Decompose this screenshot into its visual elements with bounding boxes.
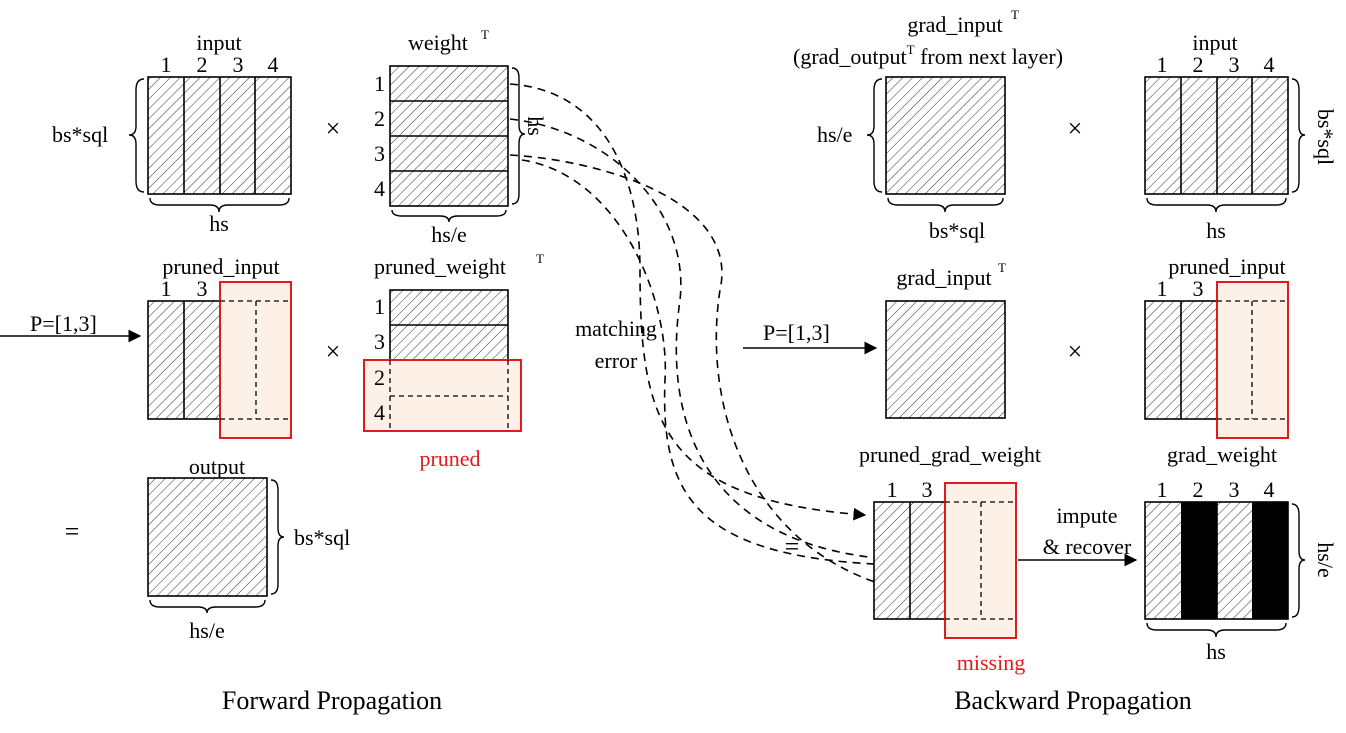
matching-error-curves: matching error	[509, 83, 947, 603]
curve-path	[521, 159, 901, 566]
p-label: P=[1,3]	[763, 320, 830, 345]
grad-output-note: (grad_outputT from next layer)	[793, 42, 1063, 69]
hs-e-label: hs/e	[431, 222, 466, 247]
matching-label: matching	[575, 316, 657, 341]
brace	[1146, 197, 1287, 213]
input-col-label: 3	[233, 52, 244, 77]
superscript-t: T	[481, 27, 489, 42]
error-label: error	[595, 348, 638, 373]
grad-input-label: grad_input	[907, 12, 1002, 37]
weight-row-label: 4	[374, 176, 385, 201]
weight-hs-label: hs	[523, 116, 548, 136]
superscript-t: T	[907, 42, 915, 57]
grad-weight-imputed-col	[1252, 502, 1288, 619]
times-sign: ×	[1068, 114, 1083, 143]
brace	[149, 599, 266, 614]
input-col-label: 4	[268, 52, 279, 77]
curve-arrow	[509, 83, 867, 521]
superscript-t: T	[536, 251, 544, 266]
pruned-label: pruned	[419, 446, 480, 471]
input-bs-sql-label: bs*sql	[1313, 109, 1338, 165]
brace	[270, 479, 285, 595]
grad-weight-hs-label: hs	[1206, 639, 1226, 664]
impute-label: impute	[1056, 503, 1117, 528]
curve-arrow	[509, 118, 912, 567]
input-hs-label: hs	[1206, 218, 1226, 243]
brace	[1291, 503, 1306, 618]
forward-section: input 1 2 3 4 bs*sql hs × weight T 1 2 3…	[0, 27, 548, 715]
input-label: input	[1192, 30, 1237, 55]
grad-output-note-a: (grad_output	[793, 44, 907, 69]
equals-sign: =	[65, 517, 80, 546]
curve-arrow	[509, 154, 947, 603]
pruned-weight-row-label: 1	[374, 294, 385, 319]
input-col-label: 2	[1193, 52, 1204, 77]
brace	[887, 197, 1004, 213]
pruned-input-col-label: 1	[161, 276, 172, 301]
recover-label: & recover	[1043, 534, 1132, 559]
weight-row-label: 3	[374, 141, 385, 166]
pruned-grad-weight-col-label: 1	[887, 477, 898, 502]
grad-weight-col-label: 2	[1193, 477, 1204, 502]
p-label: P=[1,3]	[30, 311, 97, 336]
output-bs-sql-label: bs*sql	[294, 525, 350, 550]
pruned-weight-row-label: 2	[374, 365, 385, 390]
backward-title: Backward Propagation	[954, 686, 1192, 715]
weight-row-label: 2	[374, 106, 385, 131]
weight-row-label: 1	[374, 71, 385, 96]
brace	[1291, 78, 1306, 193]
input-col-label: 1	[1157, 52, 1168, 77]
brace	[149, 197, 290, 213]
input-label: input	[196, 30, 241, 55]
pruned-weight-label: pruned_weight	[374, 254, 506, 279]
grad-weight-label: grad_weight	[1167, 442, 1277, 467]
pruned-input-label: pruned_input	[162, 254, 279, 279]
pruned-weight-removed	[363, 359, 522, 432]
brace	[1146, 622, 1287, 638]
input-col-label: 1	[161, 52, 172, 77]
input-col-label: 2	[197, 52, 208, 77]
grad-weight-col-label: 1	[1157, 477, 1168, 502]
output-label: output	[189, 454, 245, 479]
pruned-input-col-label: 1	[1157, 276, 1168, 301]
bs-sql-label: bs*sql	[52, 122, 108, 147]
pruned-grad-weight-label: pruned_grad_weight	[859, 442, 1041, 467]
pruned-weight-row-label: 4	[374, 400, 385, 425]
hs-label: hs	[209, 211, 229, 236]
grad-weight-hs-e-label: hs/e	[1313, 542, 1338, 577]
grad-weight-col-label: 4	[1264, 477, 1275, 502]
superscript-t: T	[998, 260, 1006, 275]
pruned-input-col-label: 3	[197, 276, 208, 301]
pruned-weight-row-label: 3	[374, 329, 385, 354]
pruned-input-col-label: 3	[1193, 276, 1204, 301]
hs-e-label: hs/e	[817, 122, 852, 147]
pruned-grad-weight-col-label: 3	[922, 477, 933, 502]
input-col-label: 3	[1229, 52, 1240, 77]
backward-section: grad_input T (grad_outputT from next lay…	[743, 7, 1338, 715]
missing-label: missing	[957, 650, 1025, 675]
grad-output-note-b: from next layer)	[915, 44, 1063, 69]
weight-label: weight	[408, 30, 468, 55]
output-matrix	[147, 477, 268, 597]
times-sign: ×	[1068, 337, 1083, 366]
grad-weight-col-label: 3	[1229, 477, 1240, 502]
equals-sign: =	[785, 532, 800, 561]
times-sign: ×	[326, 337, 341, 366]
brace	[866, 78, 883, 193]
grad-input-matrix	[885, 76, 1006, 195]
output-hs-e-label: hs/e	[189, 618, 224, 643]
brace	[391, 209, 507, 223]
grad-input-matrix-2	[885, 300, 1006, 419]
forward-title: Forward Propagation	[222, 686, 442, 715]
pruned-input-label: pruned_input	[1168, 254, 1285, 279]
bs-sql-label: bs*sql	[929, 218, 985, 243]
times-sign: ×	[326, 114, 341, 143]
brace	[511, 67, 526, 205]
grad-input-label-2: grad_input	[896, 265, 991, 290]
input-col-label: 4	[1264, 52, 1275, 77]
brace	[128, 78, 145, 193]
superscript-t: T	[1011, 7, 1019, 22]
grad-weight-imputed-col	[1181, 502, 1217, 619]
